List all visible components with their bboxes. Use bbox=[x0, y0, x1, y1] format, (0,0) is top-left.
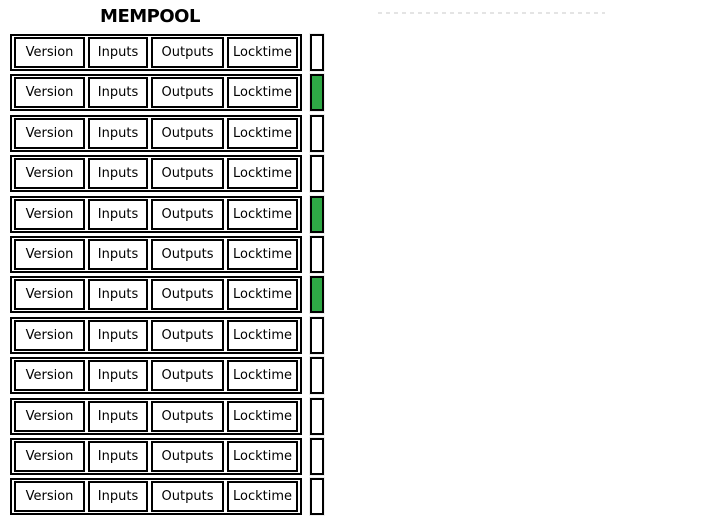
tx-field-version: Version bbox=[14, 238, 85, 270]
page-title: MEMPOOL bbox=[100, 6, 200, 27]
status-box bbox=[310, 478, 324, 516]
tx-field-locktime: Locktime bbox=[227, 481, 298, 513]
tx-field-locktime: Locktime bbox=[227, 319, 298, 351]
tx-field-version: Version bbox=[14, 158, 85, 190]
tx-field-locktime: Locktime bbox=[227, 238, 298, 270]
tx-field-inputs: Inputs bbox=[88, 238, 148, 270]
tx-field-inputs: Inputs bbox=[88, 360, 148, 392]
tx-field-inputs: Inputs bbox=[88, 158, 148, 190]
tx-field-outputs: Outputs bbox=[151, 481, 224, 513]
tx-field-outputs: Outputs bbox=[151, 117, 224, 149]
dashed-separator-line bbox=[378, 12, 605, 14]
tx-field-outputs: Outputs bbox=[151, 37, 224, 68]
tx-field-inputs: Inputs bbox=[88, 400, 148, 432]
tx-field-inputs: Inputs bbox=[88, 198, 148, 230]
tx-field-inputs: Inputs bbox=[88, 440, 148, 472]
tx-field-outputs: Outputs bbox=[151, 319, 224, 351]
status-box bbox=[310, 74, 324, 112]
status-box bbox=[310, 357, 324, 395]
tx-field-locktime: Locktime bbox=[227, 360, 298, 392]
status-box bbox=[310, 155, 324, 193]
tx-field-inputs: Inputs bbox=[88, 481, 148, 513]
tx-field-locktime: Locktime bbox=[227, 279, 298, 311]
tx-field-outputs: Outputs bbox=[151, 440, 224, 472]
tx-field-inputs: Inputs bbox=[88, 37, 148, 68]
status-box bbox=[310, 114, 324, 152]
tx-field-outputs: Outputs bbox=[151, 360, 224, 392]
tx-field-version: Version bbox=[14, 481, 85, 513]
tx-field-inputs: Inputs bbox=[88, 77, 148, 109]
status-box bbox=[310, 34, 324, 71]
tx-field-inputs: Inputs bbox=[88, 117, 148, 149]
status-box bbox=[310, 397, 324, 435]
tx-field-version: Version bbox=[14, 117, 85, 149]
tx-field-locktime: Locktime bbox=[227, 117, 298, 149]
tx-field-outputs: Outputs bbox=[151, 279, 224, 311]
status-box bbox=[310, 316, 324, 354]
tx-field-outputs: Outputs bbox=[151, 77, 224, 109]
status-box bbox=[310, 235, 324, 273]
tx-field-inputs: Inputs bbox=[88, 279, 148, 311]
status-box bbox=[310, 195, 324, 233]
tx-field-locktime: Locktime bbox=[227, 37, 298, 68]
status-box bbox=[310, 437, 324, 475]
tx-field-inputs: Inputs bbox=[88, 319, 148, 351]
tx-field-locktime: Locktime bbox=[227, 440, 298, 472]
tx-field-outputs: Outputs bbox=[151, 198, 224, 230]
tx-field-locktime: Locktime bbox=[227, 400, 298, 432]
tx-field-version: Version bbox=[14, 360, 85, 392]
tx-field-version: Version bbox=[14, 319, 85, 351]
tx-field-outputs: Outputs bbox=[151, 400, 224, 432]
tx-field-outputs: Outputs bbox=[151, 158, 224, 190]
tx-field-version: Version bbox=[14, 400, 85, 432]
tx-field-outputs: Outputs bbox=[151, 238, 224, 270]
tx-field-locktime: Locktime bbox=[227, 77, 298, 109]
tx-field-version: Version bbox=[14, 198, 85, 230]
status-box bbox=[310, 276, 324, 314]
tx-field-version: Version bbox=[14, 77, 85, 109]
tx-field-version: Version bbox=[14, 37, 85, 68]
tx-field-version: Version bbox=[14, 440, 85, 472]
tx-field-locktime: Locktime bbox=[227, 158, 298, 190]
tx-field-locktime: Locktime bbox=[227, 198, 298, 230]
tx-field-version: Version bbox=[14, 279, 85, 311]
